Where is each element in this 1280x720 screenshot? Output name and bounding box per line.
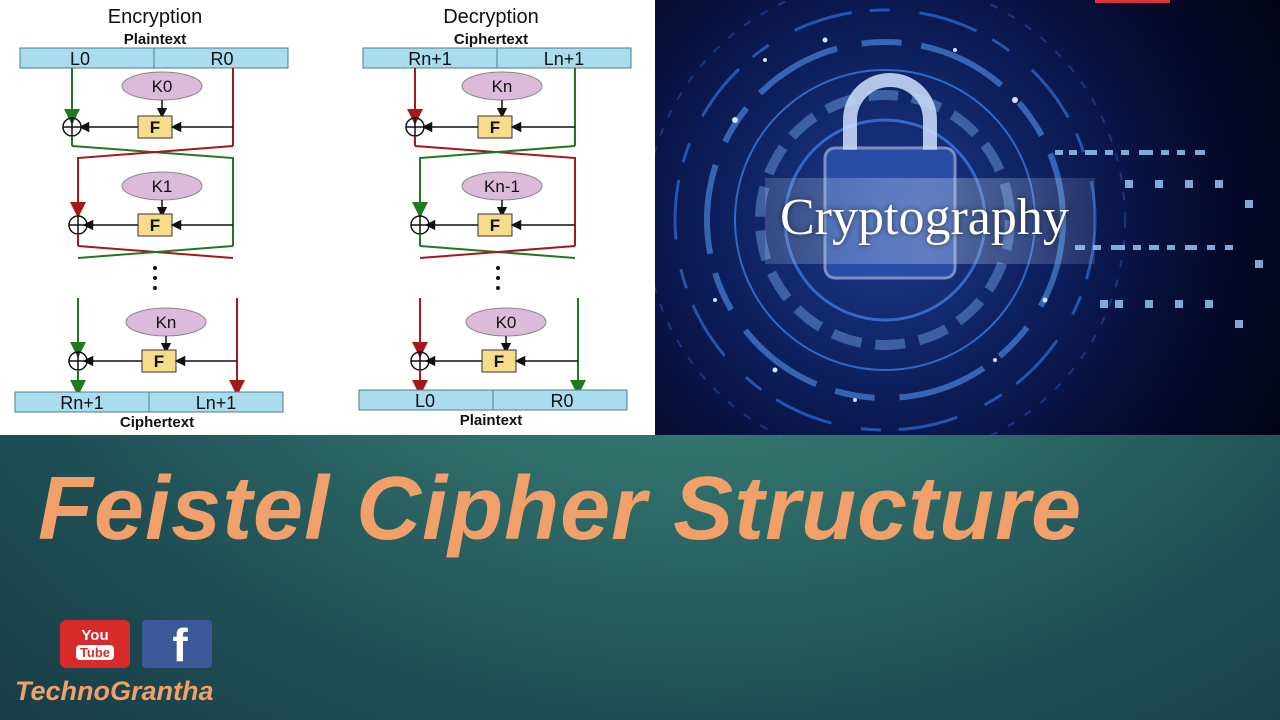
padlock-icon [823, 73, 957, 280]
decryption-column: Decryption Ciphertext Rn+1 Ln+1 Kn F [358, 6, 632, 429]
digital-rings-graphic [655, 0, 1263, 435]
brand-name: TechnoGrantha [15, 676, 214, 706]
youtube-word-you: You [81, 627, 109, 644]
encryption-bottom-left-cell: Rn+1 [60, 393, 104, 413]
facebook-icon[interactable]: f [142, 620, 212, 668]
decryption-key-n: Kn [492, 77, 513, 96]
f-label: F [490, 216, 500, 235]
encryption-ciphertext-label: Ciphertext [120, 414, 194, 431]
encryption-top-right-cell: R0 [210, 49, 233, 69]
encryption-column: Encryption Plaintext L0 R0 K0 F K1 [14, 6, 289, 431]
cryptography-image: Cryptography [655, 0, 1280, 435]
encryption-key-1: K1 [152, 177, 173, 196]
decryption-key-n-1: Kn-1 [484, 177, 520, 196]
decryption-top-left-cell: Rn+1 [408, 49, 452, 69]
decryption-key-0: K0 [496, 313, 517, 332]
f-label: F [494, 352, 504, 371]
f-label: F [150, 216, 160, 235]
youtube-icon[interactable]: You Tube [60, 620, 130, 668]
f-label: F [154, 352, 164, 371]
decryption-plaintext-label: Plaintext [460, 412, 523, 429]
f-label: F [150, 118, 160, 137]
red-accent-bar [1095, 0, 1170, 3]
decryption-ciphertext-label: Ciphertext [454, 31, 528, 48]
facebook-glyph: f [172, 620, 188, 668]
encryption-key-0: K0 [152, 77, 173, 96]
decryption-title: Decryption [443, 6, 539, 28]
decryption-bottom-left-cell: L0 [415, 391, 435, 411]
encryption-bottom-right-cell: Ln+1 [196, 393, 237, 413]
f-label: F [490, 118, 500, 137]
encryption-key-n: Kn [156, 313, 177, 332]
feistel-diagram: Encryption Plaintext L0 R0 K0 F K1 [0, 0, 655, 435]
encryption-plaintext-label: Plaintext [124, 31, 187, 48]
decryption-top-right-cell: Ln+1 [544, 49, 585, 69]
youtube-word-tube: Tube [75, 645, 115, 660]
cryptography-label: Cryptography [780, 189, 1069, 246]
cryptography-banner [765, 178, 1095, 264]
encryption-title: Encryption [108, 6, 203, 28]
decryption-bottom-right-cell: R0 [550, 391, 573, 411]
page-title: Feistel Cipher Structure [38, 459, 1083, 559]
encryption-top-left-cell: L0 [70, 49, 90, 69]
